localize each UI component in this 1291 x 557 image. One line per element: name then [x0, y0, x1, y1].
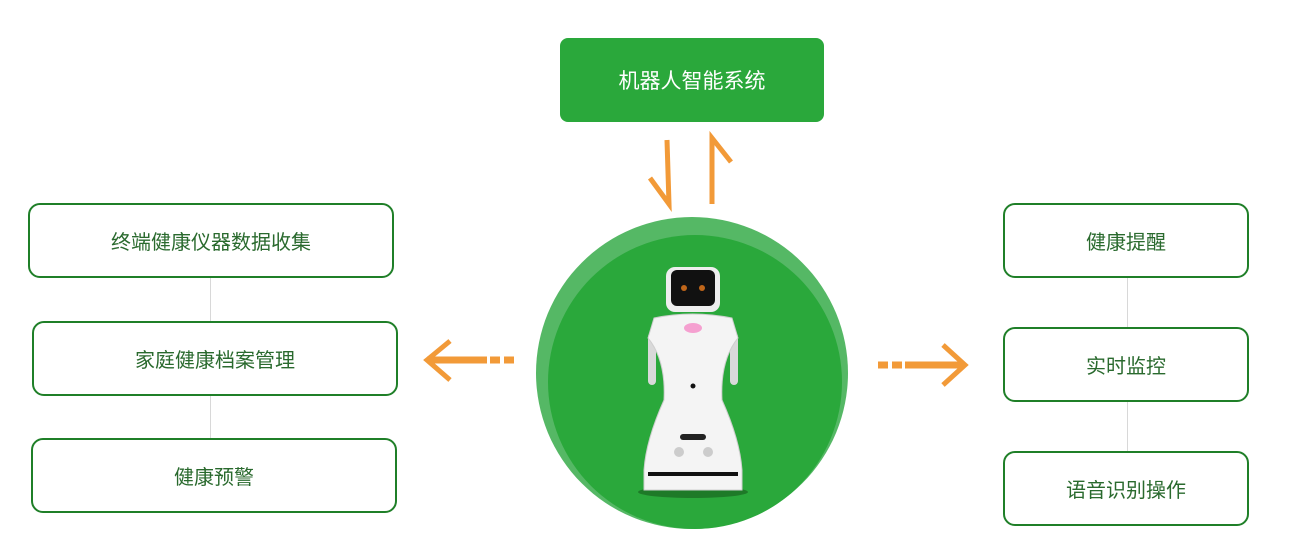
item-label: 健康提醒	[1086, 230, 1166, 254]
left-item-data-collection: 终端健康仪器数据收集	[28, 203, 394, 278]
right-arrow-icon	[878, 343, 969, 387]
right-item-realtime-monitor: 实时监控	[1003, 327, 1249, 402]
right-item-health-reminder: 健康提醒	[1003, 203, 1249, 278]
left-item-health-records: 家庭健康档案管理	[32, 321, 398, 396]
robot-intelligent-system-box: 机器人智能系统	[560, 38, 824, 122]
connector-line	[210, 277, 211, 321]
left-arrow-icon	[423, 339, 514, 382]
bidirectional-arrow-icon	[647, 130, 733, 213]
top-box-label: 机器人智能系统	[618, 69, 766, 93]
connector-line	[1127, 401, 1128, 451]
item-label: 语音识别操作	[1066, 478, 1186, 502]
right-item-voice-recognition: 语音识别操作	[1003, 451, 1249, 526]
item-label: 终端健康仪器数据收集	[111, 230, 311, 254]
item-label: 家庭健康档案管理	[135, 348, 295, 372]
item-label: 实时监控	[1086, 354, 1166, 378]
item-label: 健康预警	[174, 465, 254, 489]
left-item-health-warning: 健康预警	[31, 438, 397, 513]
robot-icon	[638, 267, 748, 498]
connector-line	[210, 395, 211, 438]
connector-line	[1127, 277, 1128, 327]
